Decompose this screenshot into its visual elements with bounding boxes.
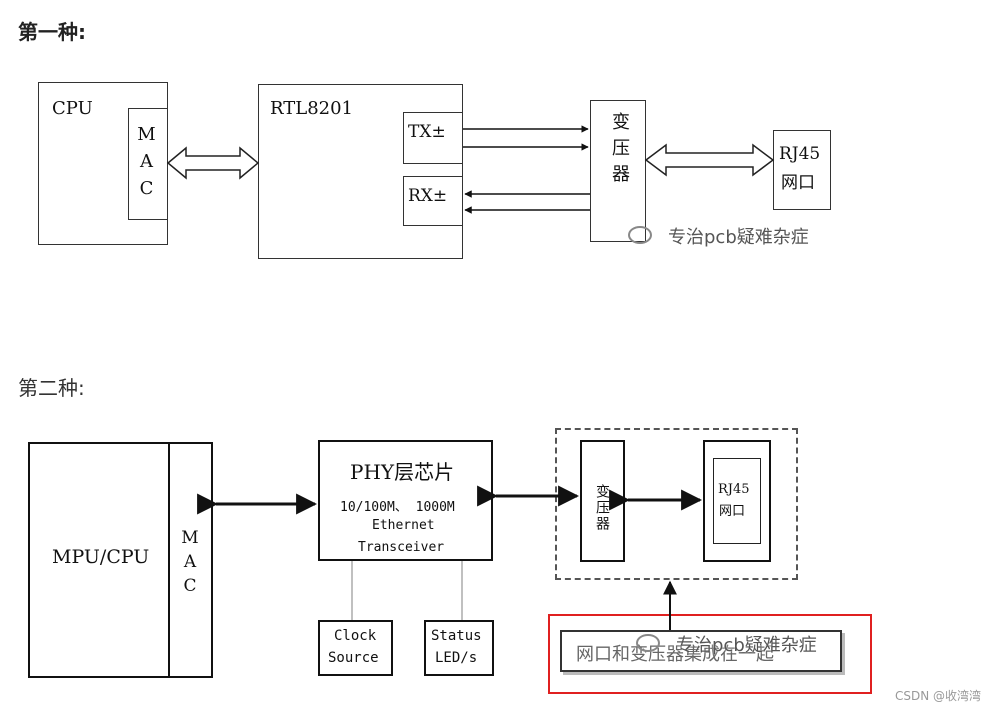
phy-line3: Transceiver <box>358 540 445 555</box>
mac-label: MAC <box>136 124 157 205</box>
watermark-icon-1 <box>628 226 652 244</box>
transformer-rj45-hollow-arrow <box>644 143 775 177</box>
rj45-label-1: RJ45 <box>779 144 821 164</box>
phy-line1: 10/100M、 1000M <box>340 500 455 515</box>
clock-line1: Clock <box>334 628 377 644</box>
transformer-box-1 <box>590 100 646 242</box>
rj45-sublabel-1: 网口 <box>781 173 815 193</box>
rx-box <box>403 176 463 226</box>
watermark-1: 专治pcb疑难杂症 <box>668 227 809 248</box>
rj45-box-1 <box>773 130 831 210</box>
rj45-inner-outline <box>713 458 761 544</box>
status-box <box>424 620 494 676</box>
clock-line2: Source <box>328 650 379 666</box>
transformer-label-1: 变压器 <box>609 112 630 190</box>
mpu-label: MPU/CPU <box>52 546 150 568</box>
integrated-box <box>560 630 842 672</box>
watermark-icon-2 <box>636 634 660 652</box>
status-line2: LED/s <box>435 650 478 666</box>
rj45-sublabel-2: 网口 <box>719 504 746 519</box>
credit-text: CSDN @收湾湾 <box>894 689 981 703</box>
integrated-label: 网口和变压器集成在一起 <box>576 644 774 665</box>
highlight-frame <box>548 614 872 694</box>
rj45-label-2: RJ45 <box>718 482 750 497</box>
mac-box-2 <box>168 442 213 678</box>
rx-label: RX± <box>408 186 448 206</box>
phy-title: PHY层芯片 <box>350 460 455 484</box>
mac-box <box>128 108 168 220</box>
mac-label-2: MAC <box>180 528 200 600</box>
rtl8201-label: RTL8201 <box>270 98 354 119</box>
clock-box <box>318 620 393 676</box>
rtl8201-box <box>258 84 463 259</box>
heading-first: 第一种: <box>18 20 86 44</box>
tx-label: TX± <box>408 122 446 142</box>
status-line1: Status <box>431 628 482 644</box>
phy-line2: Ethernet <box>372 518 435 533</box>
mac-rtl-hollow-arrow <box>166 146 260 180</box>
heading-second: 第二种: <box>18 376 85 400</box>
watermark-2: 专治pcb疑难杂症 <box>676 635 817 656</box>
cpu-label: CPU <box>52 98 93 119</box>
tx-box <box>403 112 463 164</box>
transformer-label-2: 变压器 <box>594 484 610 532</box>
